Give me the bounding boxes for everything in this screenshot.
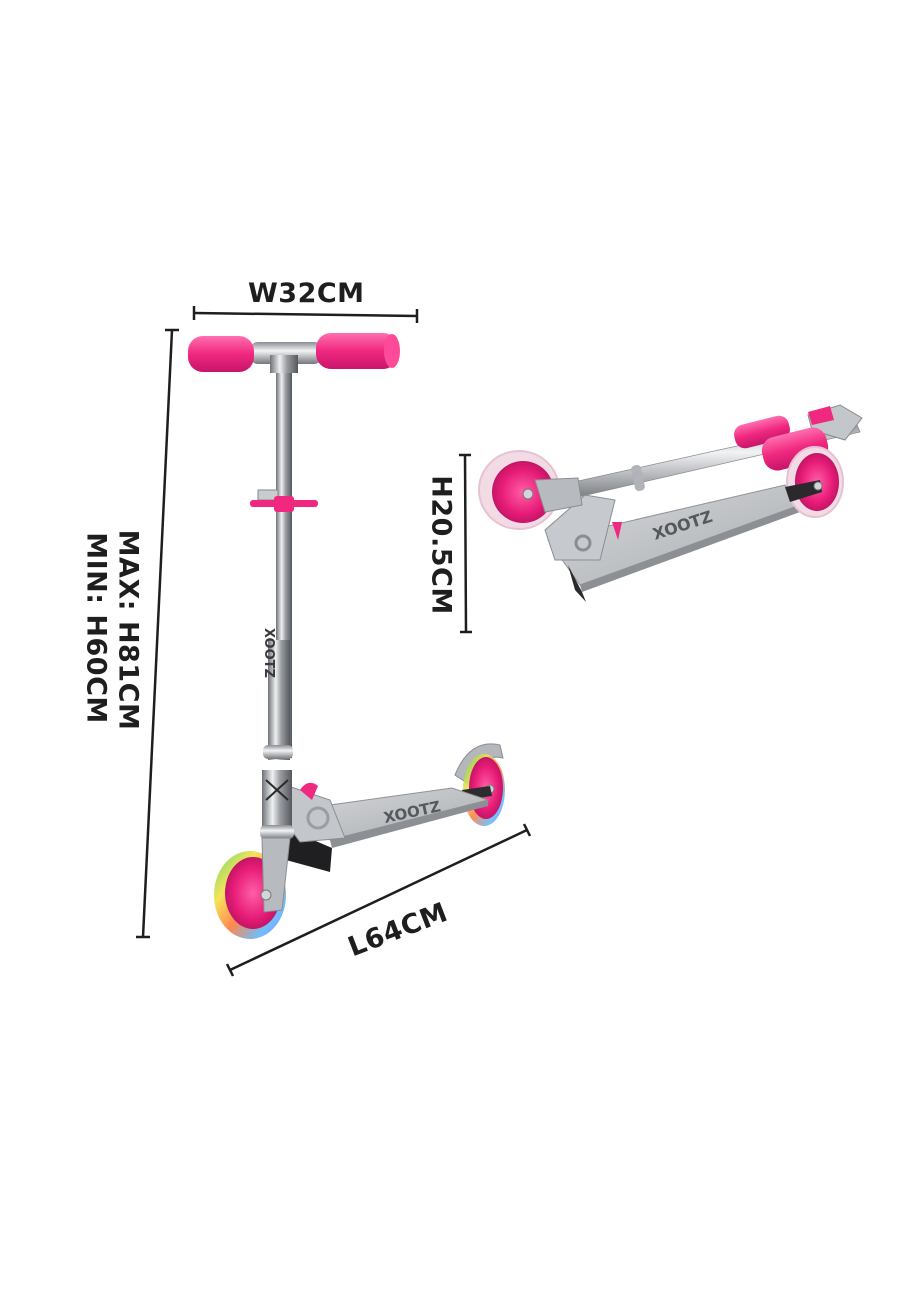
width-label: W32CM <box>248 278 365 309</box>
folded-height-label: H20.5CM <box>425 475 457 615</box>
folded-rear-wheel <box>478 450 583 530</box>
left-grip <box>188 336 254 372</box>
handlebar <box>188 333 400 373</box>
stem: XOOTZ <box>250 368 318 839</box>
min-height-label: MIN: H60CM <box>80 532 112 724</box>
scooter-folded: XOOTZ <box>478 404 863 602</box>
fold-mechanism <box>279 782 346 843</box>
rear-wheel <box>454 743 505 826</box>
right-grip <box>316 333 398 369</box>
width-dimension-line <box>192 306 419 323</box>
folded-deck: XOOTZ <box>547 484 801 602</box>
front-wheel <box>214 837 291 939</box>
max-height-label: MAX: H81CM <box>112 529 144 731</box>
folded-front-wheel <box>785 446 844 518</box>
scooter-upright: XOOTZ XOOTZ <box>188 333 505 939</box>
folded-height-dimension-line <box>459 453 472 634</box>
height-dimension-line <box>136 328 179 939</box>
length-dimension-line <box>225 823 532 977</box>
svg-text:XOOTZ: XOOTZ <box>261 628 276 678</box>
